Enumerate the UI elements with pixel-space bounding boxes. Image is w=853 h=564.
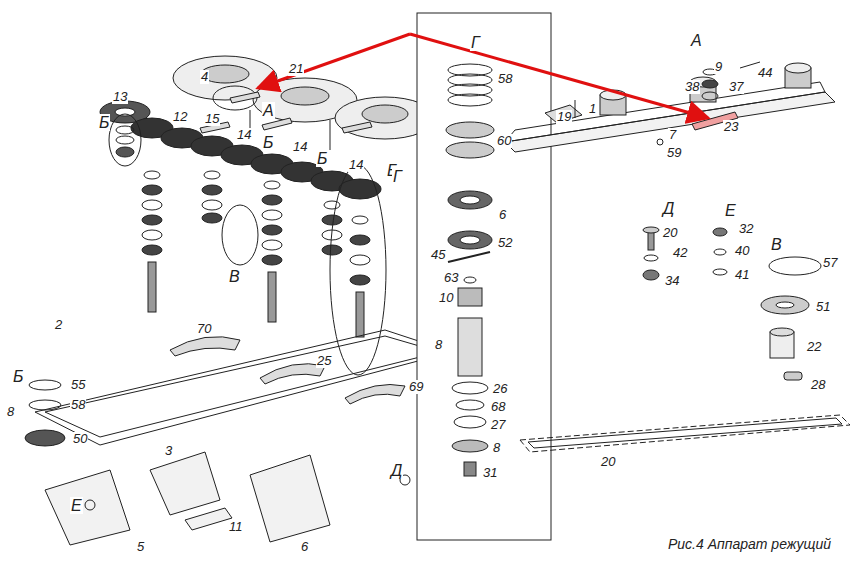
callout-number: 6 — [300, 540, 309, 554]
view-letter: Б — [98, 114, 110, 131]
figure-caption: Рис.4 Аппарат режущий — [668, 536, 831, 552]
callout-number: 50 — [72, 432, 88, 446]
callout-number: 23 — [723, 120, 739, 134]
callout-number: 14 — [236, 128, 252, 142]
callout-number: 42 — [672, 246, 688, 260]
callout-number: 1 — [588, 102, 597, 116]
view-letter: Б — [262, 134, 274, 151]
callout-number: 70 — [196, 322, 212, 336]
callout-number: 20 — [600, 455, 616, 469]
view-letter: В — [228, 268, 241, 285]
callout-number: 38 — [684, 80, 700, 94]
view-letter: Г — [392, 168, 403, 185]
callout-number: 19 — [556, 110, 572, 124]
callout-number: 8 — [492, 441, 501, 455]
callout-number: 45 — [430, 248, 446, 262]
callout-number: 2 — [54, 318, 63, 332]
view-letter: Д — [390, 462, 403, 479]
view-letter: Е — [724, 202, 737, 219]
callout-number: 44 — [757, 66, 773, 80]
callout-number: 10 — [438, 291, 454, 305]
callout-number: 41 — [734, 268, 750, 282]
callout-number: 12 — [172, 110, 188, 124]
view-letter: Е — [70, 497, 83, 514]
callout-number: 32 — [738, 222, 754, 236]
callout-number: 58 — [497, 72, 513, 86]
view-letter: Г — [470, 34, 481, 51]
callout-number: 26 — [492, 382, 508, 396]
view-letter: Б — [316, 150, 328, 167]
callout-number: 7 — [668, 128, 677, 142]
callout-number: 4 — [200, 70, 209, 84]
callout-number: 37 — [728, 80, 744, 94]
callout-number: 59 — [666, 146, 682, 160]
callout-number: 25 — [316, 354, 332, 368]
view-letter: А — [690, 32, 703, 49]
callout-number: 57 — [822, 256, 838, 270]
callout-number: 58 — [70, 398, 86, 412]
callout-number: 15 — [204, 112, 220, 126]
callout-number: 8 — [6, 405, 15, 419]
callout-number: 52 — [497, 236, 513, 250]
view-letter: Б — [12, 368, 24, 385]
callout-number: 40 — [734, 244, 750, 258]
callout-number: 69 — [408, 380, 424, 394]
callout-number: 34 — [664, 274, 680, 288]
callout-number: 14 — [292, 140, 308, 154]
callout-number: 14 — [348, 158, 364, 172]
callout-number: 13 — [112, 90, 128, 104]
callout-number: 28 — [810, 378, 826, 392]
callout-number: 60 — [496, 134, 512, 148]
callout-number: 22 — [806, 340, 822, 354]
callout-number: 6 — [498, 208, 507, 222]
callout-number: 55 — [70, 378, 86, 392]
view-letter: В — [770, 236, 783, 253]
callout-number: 8 — [434, 338, 443, 352]
callout-number: 27 — [490, 418, 506, 432]
callout-number: 63 — [443, 271, 459, 285]
view-letter: Д — [662, 200, 675, 217]
callout-number: 5 — [136, 540, 145, 554]
callout-number: 21 — [288, 62, 304, 76]
view-letter: А — [262, 102, 275, 119]
callout-number: 51 — [815, 300, 831, 314]
callout-number: 11 — [228, 520, 244, 534]
callout-number: 31 — [482, 466, 498, 480]
callout-number: 68 — [490, 400, 506, 414]
callout-number: 9 — [714, 60, 723, 74]
callout-number: 3 — [164, 444, 173, 458]
callout-number: 20 — [662, 226, 678, 240]
